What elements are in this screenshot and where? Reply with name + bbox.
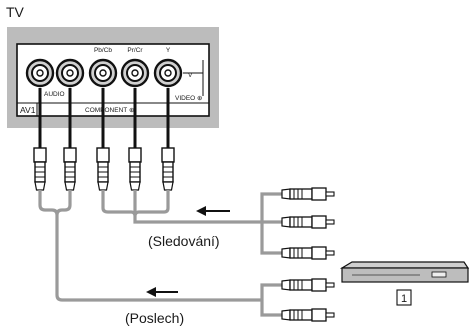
audio-label: AUDIO (44, 91, 65, 98)
arrow-left-icon (196, 206, 230, 216)
plug-audio-1 (281, 278, 335, 292)
jack-label-pb: Pb/Cb (94, 47, 112, 54)
plug-audio-2 (281, 308, 335, 322)
jack-label-y: Y (166, 47, 171, 54)
av-label: AV1 (20, 105, 36, 115)
plug-video-3 (281, 246, 335, 260)
video-label: VIDEO ⊕ (175, 95, 203, 102)
v-label: V (188, 72, 193, 79)
listening-label: (Poslech) (125, 310, 184, 326)
device-number: 1 (401, 293, 407, 305)
audio-cable-bundle (38, 190, 282, 317)
pb-jack (88, 58, 118, 88)
audio-left-jack (25, 58, 55, 88)
tv-label: TV (6, 4, 25, 20)
cable-audio-right (63, 88, 77, 191)
jack-label-pr: Pr/Cr (127, 47, 143, 54)
arrow-left-icon (146, 287, 178, 297)
device-number-box (396, 289, 412, 306)
pr-jack (120, 58, 150, 88)
cable-pr (128, 88, 142, 191)
plug-video-1 (281, 187, 335, 201)
cable-pb (96, 88, 110, 191)
player-device-icon (339, 261, 470, 283)
audio-right-jack (55, 58, 85, 88)
cable-y (161, 88, 175, 191)
cable-audio-left (33, 88, 47, 191)
viewing-label: (Sledování) (148, 233, 220, 249)
video-cable-bundle (101, 190, 282, 255)
plug-video-2 (281, 215, 335, 229)
y-jack (153, 58, 183, 88)
component-label: COMPONENT ⊕ (85, 107, 135, 114)
